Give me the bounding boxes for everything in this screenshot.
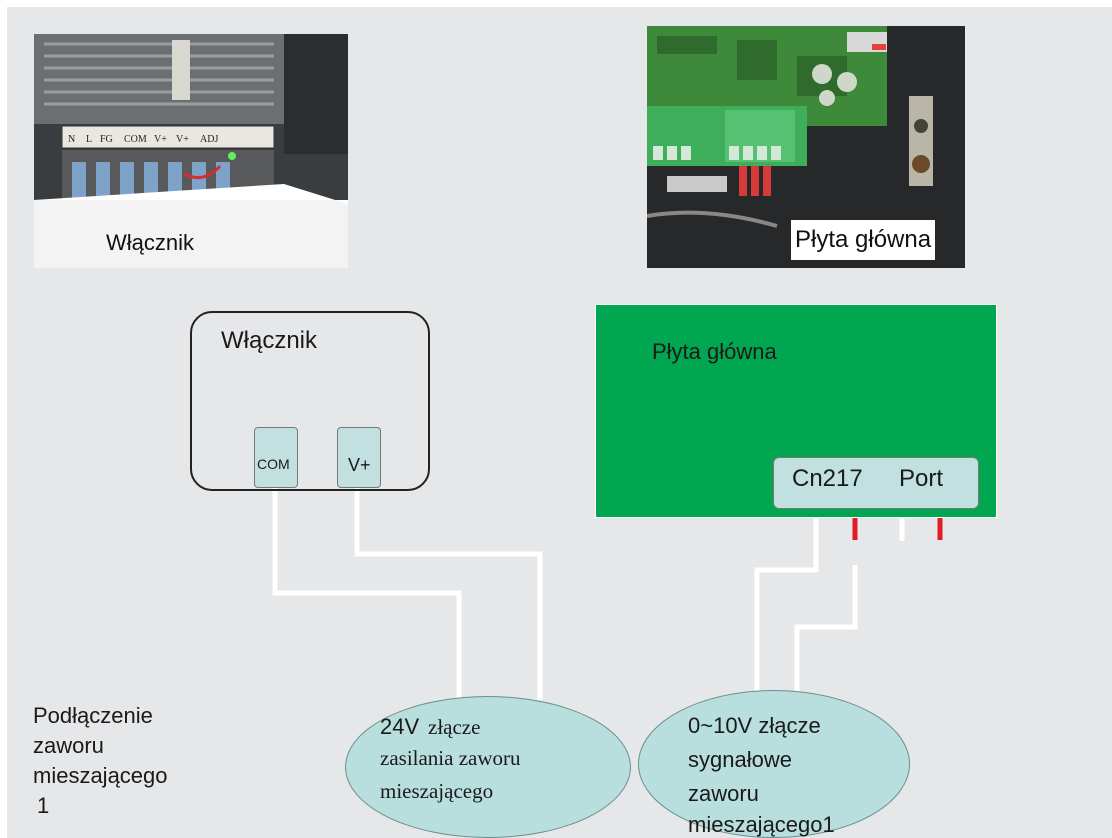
- wire-signal-1: [754, 508, 819, 693]
- mainboard-box-title: Płyta główna: [652, 339, 777, 364]
- svg-text:ADJ: ADJ: [200, 134, 218, 145]
- svg-text:V+: V+: [154, 134, 167, 145]
- switch-box: [190, 311, 430, 491]
- wire-com: [272, 487, 462, 700]
- svg-text:N: N: [68, 134, 75, 145]
- svg-text:FG: FG: [100, 134, 113, 145]
- cn217-connector: [773, 457, 979, 509]
- wire-vplus: [354, 487, 543, 700]
- power-ellipse-line-1: złącze: [428, 715, 481, 739]
- com-terminal: [254, 427, 298, 488]
- signal-ellipse-line-3: zaworu: [688, 781, 759, 806]
- side-note-line-2: zaworu: [33, 733, 104, 758]
- port-label: Port: [899, 465, 944, 492]
- power-ellipse-line-2: zasilania zaworu: [380, 746, 521, 770]
- svg-text:COM: COM: [124, 134, 147, 145]
- signal-ellipse-line-4: mieszającego1: [688, 812, 835, 837]
- vplus-terminal: [337, 427, 381, 488]
- vplus-terminal-label: V+: [348, 455, 371, 475]
- switch-box-title: Włącznik: [221, 327, 318, 354]
- cn217-label: Cn217: [792, 465, 863, 492]
- side-note-line-1: Podłączenie: [33, 703, 153, 728]
- side-note-line-4: 1: [37, 793, 50, 818]
- power-ellipse-line-3: mieszającego: [380, 779, 494, 803]
- svg-text:V+: V+: [176, 134, 189, 145]
- signal-connector-ellipse: [638, 690, 910, 838]
- mainboard-photo-caption: Płyta główna: [791, 220, 936, 260]
- com-terminal-label: COM: [257, 456, 290, 472]
- svg-text:L: L: [86, 134, 92, 145]
- power-connector-ellipse: [345, 696, 631, 838]
- power-supply-photo-caption: Włącznik: [106, 230, 195, 255]
- power-ellipse-voltage: 24V: [380, 714, 420, 739]
- signal-ellipse-line-1: 0~10V złącze: [688, 713, 821, 738]
- signal-ellipse-line-2: sygnałowe: [688, 747, 792, 772]
- wire-signal-2: [794, 565, 858, 693]
- side-note-line-3: mieszającego: [33, 763, 168, 788]
- mainboard-photo: Płyta główna: [647, 26, 965, 268]
